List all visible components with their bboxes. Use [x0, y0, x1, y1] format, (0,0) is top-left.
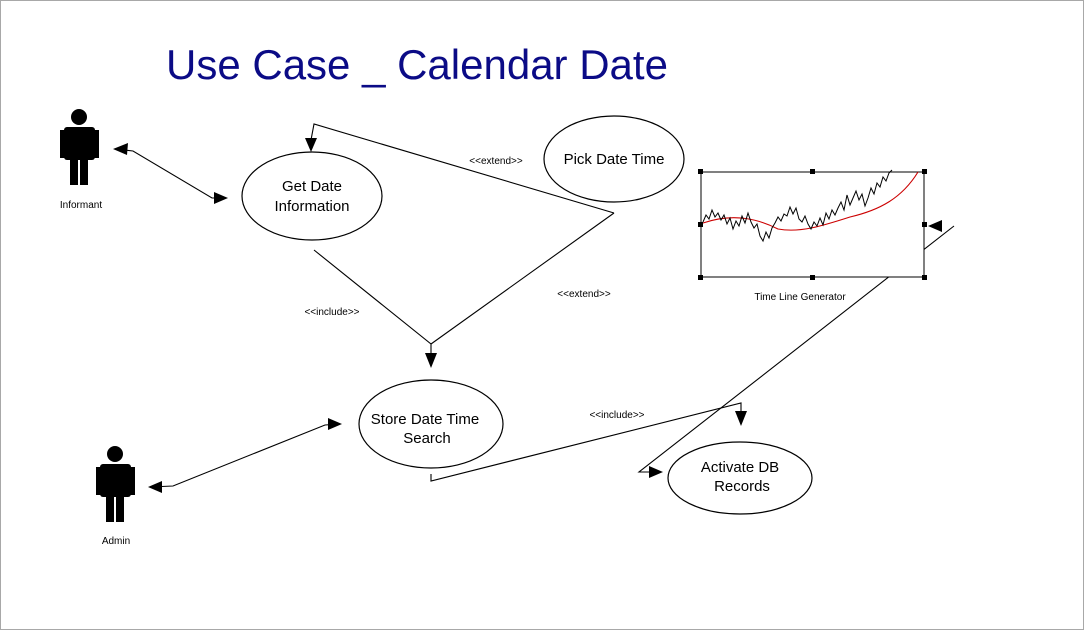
actor-admin-label: Admin — [102, 536, 130, 547]
use-case-label-line2: Search — [403, 430, 451, 447]
time-line-generator[interactable]: Time Line Generator — [698, 169, 927, 303]
include-relation-2[interactable] — [430, 402, 747, 482]
use-case-pick-date-time[interactable]: Pick Date Time — [543, 115, 685, 203]
use-case-store-date-time-search[interactable]: Store Date Time Search — [358, 379, 504, 469]
admin-association[interactable] — [148, 418, 342, 493]
actor-admin[interactable]: Admin — [96, 446, 135, 547]
timeline-association[interactable] — [637, 220, 955, 478]
actor-informant-label: Informant — [60, 200, 102, 211]
person-icon — [60, 109, 99, 185]
timeline-signal-line — [702, 169, 893, 243]
timeline-label: Time Line Generator — [754, 292, 846, 303]
diagram-title: Use Case _ Calendar Date — [166, 41, 668, 88]
use-case-label-line2: Information — [274, 198, 349, 215]
timeline-trend-line — [702, 171, 919, 231]
use-case-label-line1: Activate DB — [701, 459, 779, 476]
use-case-label: Pick Date Time — [564, 151, 665, 168]
use-case-activate-db-records[interactable]: Activate DB Records — [667, 441, 813, 515]
use-case-label-line2: Records — [714, 478, 770, 495]
use-case-label-line1: Store Date Time — [371, 411, 479, 428]
extend-label-2: <<extend>> — [557, 289, 611, 300]
extend-relation-2[interactable] — [430, 212, 615, 345]
include-relation-1[interactable] — [313, 249, 437, 368]
include-label-2: <<include>> — [589, 410, 644, 421]
extend-label-1: <<extend>> — [469, 156, 523, 167]
use-case-label-line1: Get Date — [282, 178, 342, 195]
extend-relation-1[interactable] — [305, 123, 615, 214]
person-icon — [96, 446, 135, 522]
include-label-1: <<include>> — [304, 307, 359, 318]
use-case-get-date-information[interactable]: Get Date Information — [241, 151, 383, 241]
informant-association[interactable] — [113, 143, 228, 204]
actor-informant[interactable]: Informant — [60, 109, 102, 211]
